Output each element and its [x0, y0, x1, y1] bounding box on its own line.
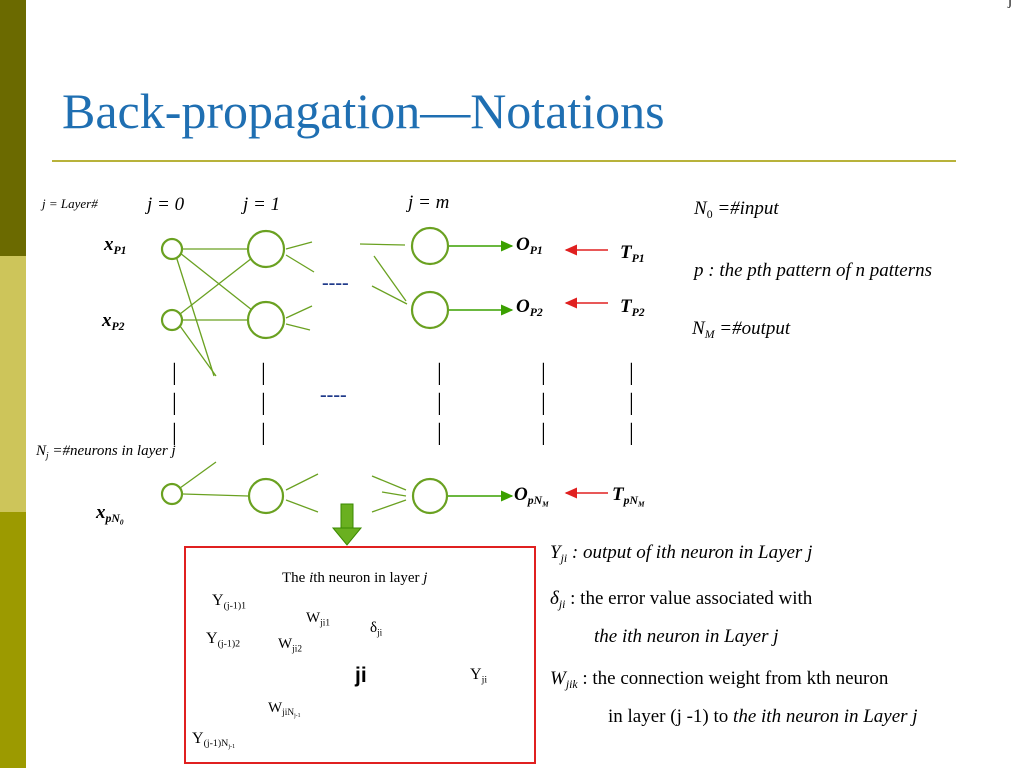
input-label-1: xP1	[104, 234, 127, 258]
neuron-inset-figure	[184, 546, 536, 764]
vbar: |	[172, 420, 177, 446]
output-arrows	[448, 240, 514, 502]
input-node	[160, 237, 184, 261]
vbar: |	[629, 390, 634, 416]
vbar: |	[437, 420, 442, 446]
target-label-2: TP2	[620, 296, 645, 320]
connection-line	[371, 285, 408, 305]
connection-line	[179, 461, 217, 489]
definition-delta-line2: the ith neuron in Layer j	[594, 626, 779, 647]
input-node	[160, 308, 184, 332]
vbar: |	[261, 360, 266, 386]
inset-output: Yji	[470, 666, 488, 686]
connection-line	[285, 323, 311, 331]
connection-line	[179, 325, 217, 377]
connection-line	[285, 473, 319, 491]
corner-mark: j	[1008, 0, 1012, 9]
layer-header-m: j = m	[408, 192, 450, 213]
connection-line	[285, 241, 313, 250]
target-label-1: TP1	[620, 242, 645, 266]
inset-input-n: Y(j-1)Nj-1	[192, 730, 236, 751]
definition-w: Wjik : the connection weight from kth ne…	[550, 668, 889, 692]
inset-input-2: Y(j-1)2	[206, 630, 241, 650]
inset-weight-2: Wji2	[278, 636, 302, 655]
vbar: |	[541, 390, 546, 416]
connection-line	[359, 243, 406, 246]
slide-sidebar	[0, 0, 26, 768]
sidebar-band-top	[0, 0, 26, 256]
inset-weight-1: Wji1	[306, 610, 330, 629]
vbar: |	[172, 390, 177, 416]
output-label-n: OpNM	[514, 484, 549, 509]
vbar: |	[437, 390, 442, 416]
target-label-n: TpNM	[612, 484, 645, 509]
definition-w-line2: in layer (j -1) to the ith neuron in Lay…	[608, 706, 918, 727]
inset-title: The ith neuron in layer j	[282, 570, 428, 586]
definition-n0: N0 =#input	[694, 198, 779, 222]
output-label-2: OP2	[516, 296, 543, 320]
definition-p: p : the pth pattern of n patterns	[694, 260, 933, 281]
layer-header-1: j = 1	[243, 194, 281, 215]
connection-line	[381, 491, 407, 497]
vbar: |	[437, 360, 442, 386]
hidden-node	[247, 477, 285, 515]
connection-line	[285, 499, 319, 513]
layer-number-label: j = Layer#	[42, 196, 98, 211]
output-label-1: OP1	[516, 234, 543, 258]
input-label-2: xP2	[102, 310, 125, 334]
layer-header-0: j = 0	[147, 194, 185, 215]
hidden-node	[246, 229, 286, 269]
sidebar-band-middle	[0, 256, 26, 512]
sidebar-band-bottom	[0, 512, 26, 768]
definition-delta: δji : the error value associated with	[550, 588, 813, 612]
vbar: |	[541, 420, 546, 446]
ellipsis-dashes-upper: ----	[322, 272, 349, 294]
output-node	[411, 477, 449, 515]
definition-nm: NM =#output	[692, 318, 791, 342]
vbar: |	[261, 390, 266, 416]
definition-y: Yji : output of ith neuron in Layer j	[550, 542, 813, 566]
target-arrows	[564, 244, 608, 499]
vbar: |	[629, 420, 634, 446]
inset-neuron-label: ji	[355, 664, 367, 687]
title-rule	[52, 160, 956, 162]
connection-line	[285, 254, 315, 273]
connection-line	[179, 257, 253, 315]
ellipsis-dashes-lower: ----	[320, 384, 347, 406]
inset-weight-n: WjiNj-1	[268, 700, 301, 720]
slide-title: Back-propagation—Notations	[62, 83, 665, 139]
connection-line	[373, 255, 407, 302]
connection-line	[285, 305, 313, 319]
inset-input-1: Y(j-1)1	[212, 592, 247, 612]
network-nodes	[160, 226, 450, 515]
connection-line	[371, 475, 407, 491]
output-node	[410, 226, 450, 266]
neurons-per-layer-definition: Nj =#neurons in layer j	[36, 443, 176, 462]
connection-line	[182, 493, 249, 497]
output-node	[410, 290, 450, 330]
connection-line	[371, 499, 407, 513]
inset-delta: δji	[370, 620, 383, 639]
down-arrow-icon	[331, 503, 363, 546]
input-node	[160, 482, 184, 506]
connection-line	[179, 252, 253, 311]
vbar: |	[629, 360, 634, 386]
vbar: |	[541, 360, 546, 386]
input-label-n: xpN0	[96, 502, 124, 527]
vbar: |	[261, 420, 266, 446]
network-connections	[175, 241, 408, 513]
connection-line	[175, 255, 215, 377]
hidden-node	[246, 300, 286, 340]
vbar: |	[172, 360, 177, 386]
